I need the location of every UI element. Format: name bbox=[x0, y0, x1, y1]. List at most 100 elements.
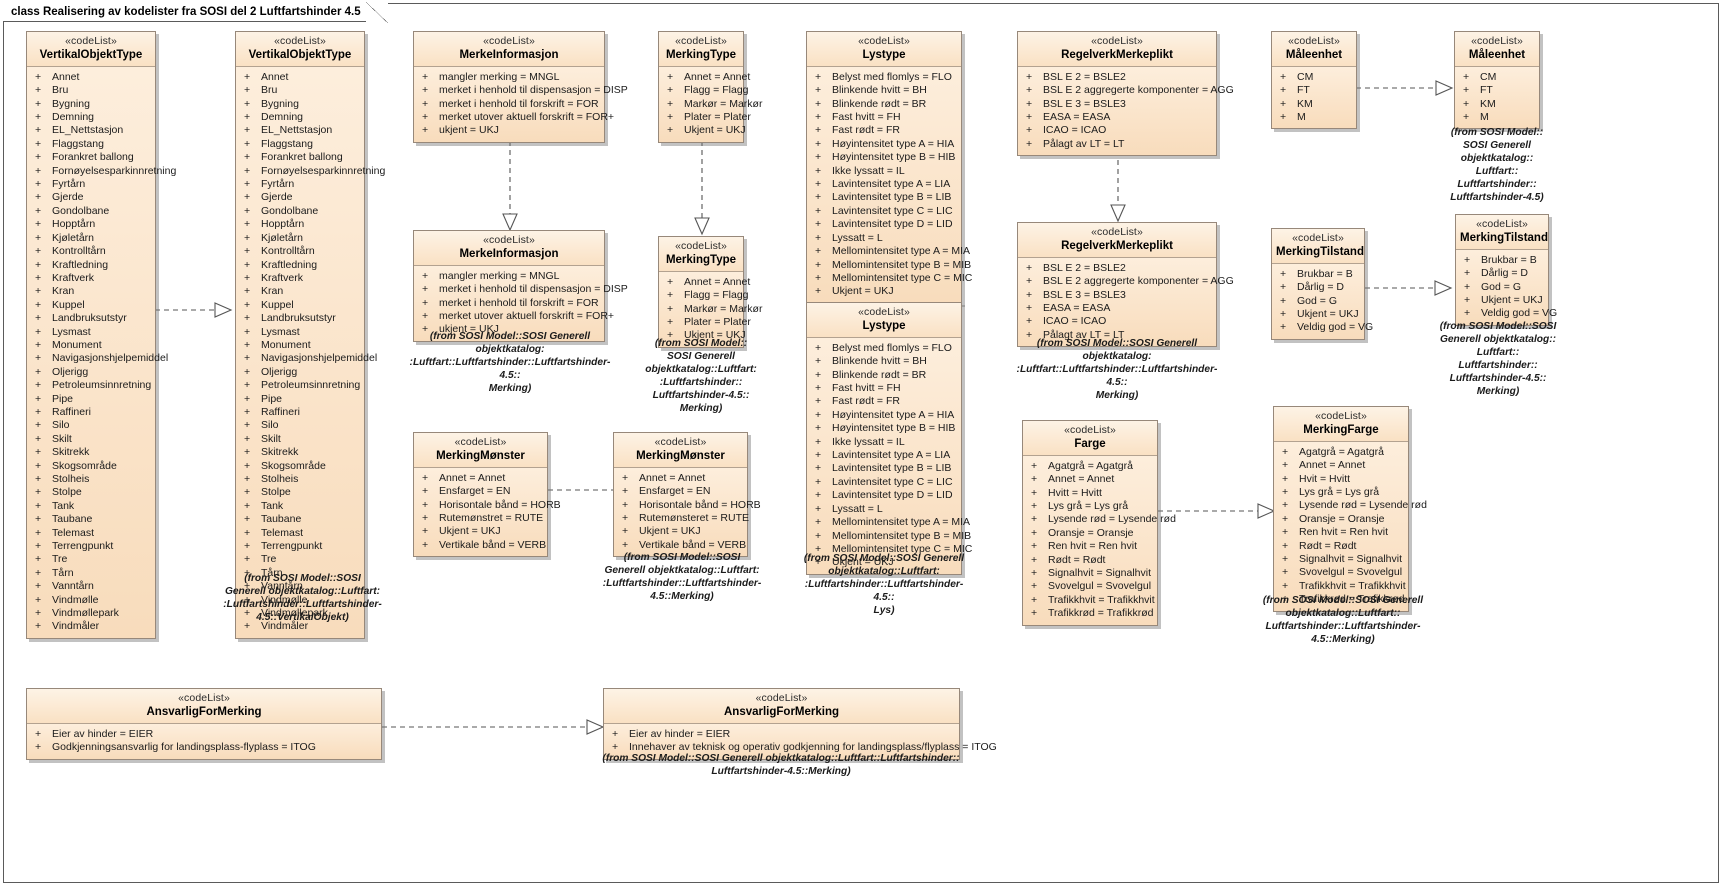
visibility-public-icon: + bbox=[244, 70, 251, 83]
visibility-public-icon: + bbox=[244, 365, 251, 378]
visibility-public-icon: + bbox=[815, 231, 822, 244]
class-attribute: +Horisontale bånd = HORB bbox=[416, 499, 561, 512]
class-attribute: +Skogsområde bbox=[238, 460, 362, 473]
class-attribute-label: Fyrtårn bbox=[261, 178, 295, 191]
note-regelverkmerkeplikt-bottom: (from SOSI Model::SOSI Generell objektka… bbox=[1016, 338, 1218, 401]
class-attribute-label: Annet = Annet bbox=[684, 275, 751, 288]
class-attribute-label: Mellomintensitet type B = MIB bbox=[832, 258, 972, 271]
class-attribute-label: Oransje = Oransje bbox=[1048, 526, 1134, 539]
visibility-public-icon: + bbox=[35, 151, 42, 164]
visibility-public-icon: + bbox=[1282, 539, 1289, 552]
class-attribute-label: Markør = Markør bbox=[684, 97, 763, 110]
class-attribute-label: Ukjent = UKJ bbox=[832, 285, 894, 298]
class-merkingtype-top[interactable]: «codeList» MerkingType +Annet = Annet+Fl… bbox=[658, 31, 762, 143]
visibility-public-icon: + bbox=[1026, 328, 1033, 341]
class-merkeinformasjon-bottom[interactable]: «codeList» MerkeInformasjon +mangler mer… bbox=[413, 230, 628, 342]
class-attribute-label: Fast rødt = FR bbox=[832, 124, 900, 137]
class-attribute: +Svovelgul = Svovelgul bbox=[1025, 580, 1155, 593]
class-header: «codeList» MerkingTilstand bbox=[1456, 215, 1548, 250]
visibility-public-icon: + bbox=[667, 275, 674, 288]
class-attribute-label: Lysende rød = Lysende rød bbox=[1299, 499, 1427, 512]
class-attribute-label: Hvit = Hvitt bbox=[1299, 472, 1351, 485]
class-ansvarligformerking-left[interactable]: «codeList» AnsvarligForMerking +Eier av … bbox=[26, 688, 382, 760]
class-attribute-label: Annet = Annet bbox=[1299, 459, 1366, 472]
class-attribute: +Ukjent = UKJ bbox=[416, 525, 545, 538]
class-attribute: +Blinkende rødt = BR bbox=[809, 98, 959, 111]
visibility-public-icon: + bbox=[244, 325, 251, 338]
class-regelverkmerkeplikt-top[interactable]: «codeList» RegelverkMerkeplikt +BSL E 2 … bbox=[1017, 31, 1234, 157]
class-merkingtype-bottom[interactable]: «codeList» MerkingType +Annet = Annet+Fl… bbox=[658, 236, 762, 348]
visibility-public-icon: + bbox=[815, 529, 822, 542]
class-vertikalobjekttype-left[interactable]: «codeList» VertikalObjektType +Annet+Bru… bbox=[26, 31, 176, 639]
class-attribute: +Lavintensitet type C = LIC bbox=[809, 205, 959, 218]
class-vertikalobjekttype-right[interactable]: «codeList» VertikalObjektType +Annet+Bru… bbox=[235, 31, 385, 639]
class-attribute-label: Oljerigg bbox=[52, 365, 89, 378]
class-attribute-label: Tre bbox=[52, 553, 68, 566]
class-attributes: +mangler merking = MNGL+merket i henhold… bbox=[414, 66, 628, 142]
class-merkingmonster-left[interactable]: «codeList» MerkingMønster +Annet = Annet… bbox=[413, 432, 561, 558]
class-merkingtilstand-right[interactable]: «codeList» MerkingTilstand +Brukbar = B+… bbox=[1455, 214, 1557, 326]
class-regelverkmerkeplikt-bottom[interactable]: «codeList» RegelverkMerkeplikt +BSL E 2 … bbox=[1017, 222, 1234, 348]
visibility-public-icon: + bbox=[1280, 84, 1287, 97]
class-attribute: +Vanntårn bbox=[29, 580, 153, 593]
visibility-public-icon: + bbox=[244, 419, 251, 432]
class-merkeinformasjon-top[interactable]: «codeList» MerkeInformasjon +mangler mer… bbox=[413, 31, 628, 143]
class-attribute: +Lavintensitet type C = LIC bbox=[809, 476, 959, 489]
class-attribute-label: ukjent = UKJ bbox=[439, 124, 499, 137]
class-attribute: +Kuppel bbox=[29, 299, 153, 312]
class-attribute-label: M bbox=[1480, 111, 1489, 124]
visibility-public-icon: + bbox=[1031, 567, 1038, 580]
class-attribute: +Terrengpunkt bbox=[29, 540, 153, 553]
class-attribute: +Gondolbane bbox=[238, 205, 362, 218]
class-attribute-label: Stolpe bbox=[261, 486, 291, 499]
class-attribute: +Bygning bbox=[29, 98, 153, 111]
class-attribute: +Tank bbox=[29, 500, 153, 513]
visibility-public-icon: + bbox=[244, 191, 251, 204]
visibility-public-icon: + bbox=[815, 475, 822, 488]
class-attribute-label: Mellomintensitet type C = MIC bbox=[832, 542, 973, 555]
class-attribute-label: Mellomintensitet type C = MIC bbox=[832, 271, 973, 284]
class-attribute: +Mellomintensitet type A = MIA bbox=[809, 516, 970, 529]
class-lystype-top[interactable]: «codeList» Lystype +Belyst med flomlys =… bbox=[806, 31, 972, 304]
visibility-public-icon: + bbox=[35, 727, 42, 740]
class-attribute: +Lysmast bbox=[238, 326, 362, 339]
visibility-public-icon: + bbox=[622, 485, 629, 498]
class-attribute-label: Kuppel bbox=[261, 298, 294, 311]
class-attribute-label: Tårn bbox=[261, 566, 283, 579]
visibility-public-icon: + bbox=[667, 84, 674, 97]
class-attribute-label: Landbruksutstyr bbox=[52, 312, 127, 325]
class-farge[interactable]: «codeList» Farge +Agatgrå = Agatgrå+Anne… bbox=[1022, 420, 1176, 626]
class-header: «codeList» AnsvarligForMerking bbox=[604, 689, 959, 724]
visibility-public-icon: + bbox=[35, 459, 42, 472]
class-attribute-label: Gjerde bbox=[261, 191, 293, 204]
class-attribute: +Bygning bbox=[238, 98, 362, 111]
class-merkingfarge[interactable]: «codeList» MerkingFarge +Agatgrå = Agatg… bbox=[1273, 406, 1427, 612]
class-attribute-label: Forankret ballong bbox=[52, 151, 134, 164]
visibility-public-icon: + bbox=[1031, 540, 1038, 553]
class-attributes: +Annet+Bru+Bygning+Demning+EL_Nettstasjo… bbox=[236, 66, 385, 638]
class-attribute-label: Ukjent = UKJ bbox=[639, 525, 701, 538]
visibility-public-icon: + bbox=[815, 516, 822, 529]
class-maleenhet-left[interactable]: «codeList» Måleenhet +CM+FT+KM+M bbox=[1271, 31, 1357, 130]
class-ansvarligformerking-right[interactable]: «codeList» AnsvarligForMerking +Eier av … bbox=[603, 688, 997, 760]
class-attribute: +Ukjent = UKJ bbox=[809, 556, 959, 569]
class-attribute: +Godkjenningsansvarlig for landingsplass… bbox=[29, 741, 379, 754]
class-merkingmonster-right[interactable]: «codeList» MerkingMønster +Annet = Annet… bbox=[613, 432, 761, 558]
class-attribute-label: Fornøyelsesparkinnretning bbox=[261, 164, 386, 177]
class-attributes: +BSL E 2 = BSLE2+BSL E 2 aggregerte komp… bbox=[1018, 66, 1234, 156]
class-merkingtilstand-left[interactable]: «codeList» MerkingTilstand +Brukbar = B+… bbox=[1271, 228, 1373, 340]
note-merkingtype-bottom: (from SOSI Model:: SOSI Generell objektk… bbox=[645, 338, 757, 414]
class-attribute-label: BSL E 2 = BSLE2 bbox=[1043, 261, 1126, 274]
class-attribute: +Fast rødt = FR bbox=[809, 395, 959, 408]
class-attribute: +Ensfarget = EN bbox=[616, 485, 745, 498]
class-maleenhet-right[interactable]: «codeList» Måleenhet +CM+FT+KM+M bbox=[1454, 31, 1540, 130]
class-attribute-label: Fast hvitt = FH bbox=[832, 382, 901, 395]
class-header: «codeList» MerkingType bbox=[659, 32, 743, 67]
visibility-public-icon: + bbox=[1464, 294, 1471, 307]
class-attribute-label: Tank bbox=[52, 499, 75, 512]
class-attribute-label: Telemast bbox=[52, 526, 95, 539]
class-lystype-bottom[interactable]: «codeList» Lystype +Belyst med flomlys =… bbox=[806, 302, 972, 575]
class-header: «codeList» AnsvarligForMerking bbox=[27, 689, 381, 724]
visibility-public-icon: + bbox=[1464, 267, 1471, 280]
visibility-public-icon: + bbox=[1282, 593, 1289, 606]
